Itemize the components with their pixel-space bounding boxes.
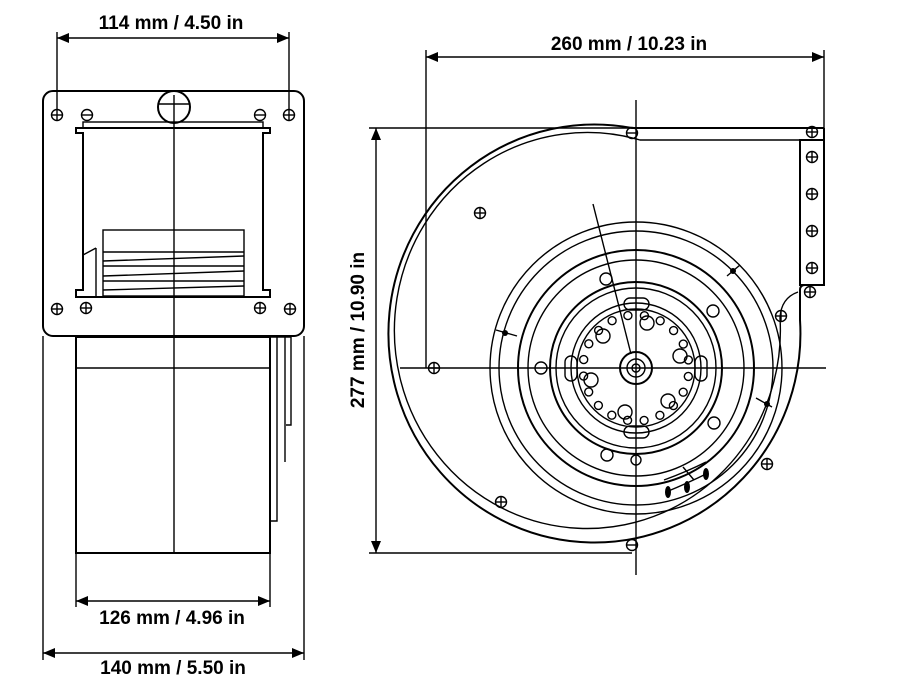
hub-hole [593,400,604,411]
base-width-label: 140 mm / 5.50 in [100,658,246,679]
hub-hole [678,387,688,397]
volute-inner [393,131,800,530]
overall-height-label: 277 mm / 10.90 in [348,252,369,408]
dimension-top-width: 114 mm / 4.50 in [56,13,290,110]
hub-hole [607,316,617,326]
hub-hole [607,410,617,420]
hub-hole [584,339,594,349]
terminal-block [663,461,709,498]
hub-hole [623,310,633,321]
motor-housing [75,336,271,554]
hub-hole [639,415,649,426]
top-width-label: 114 mm / 4.50 in [99,13,244,34]
overall-width-label: 260 mm / 10.23 in [551,34,707,55]
inner-frame [75,127,271,298]
hub-hole [668,400,679,411]
hub-hole [584,387,594,397]
pointer-line [592,203,632,355]
cable-clips [495,264,773,408]
hub-holes [578,310,694,426]
dimension-base-width: 140 mm / 5.50 in [42,336,305,679]
outlet-flange [799,139,825,286]
hub-hole [683,371,693,382]
intake-grille [82,229,245,297]
hub-hole [593,325,604,336]
outlet-screws [803,125,819,299]
hub-hole [668,325,679,336]
hub-hole [678,339,688,349]
front-view [387,100,826,575]
dimension-overall-height: 277 mm / 10.90 in [348,127,632,554]
hub-hole [622,415,633,425]
hub-hole [655,410,665,420]
hub-hole [655,316,665,326]
hub-hole [579,354,589,365]
housing-width-label: 126 mm / 4.96 in [99,608,245,629]
dimension-overall-width: 260 mm / 10.23 in [425,34,825,368]
dimension-housing-width: 126 mm / 4.96 in [75,521,271,629]
side-view [42,90,305,554]
volute-outer [387,123,806,544]
hub-hole [683,355,694,365]
